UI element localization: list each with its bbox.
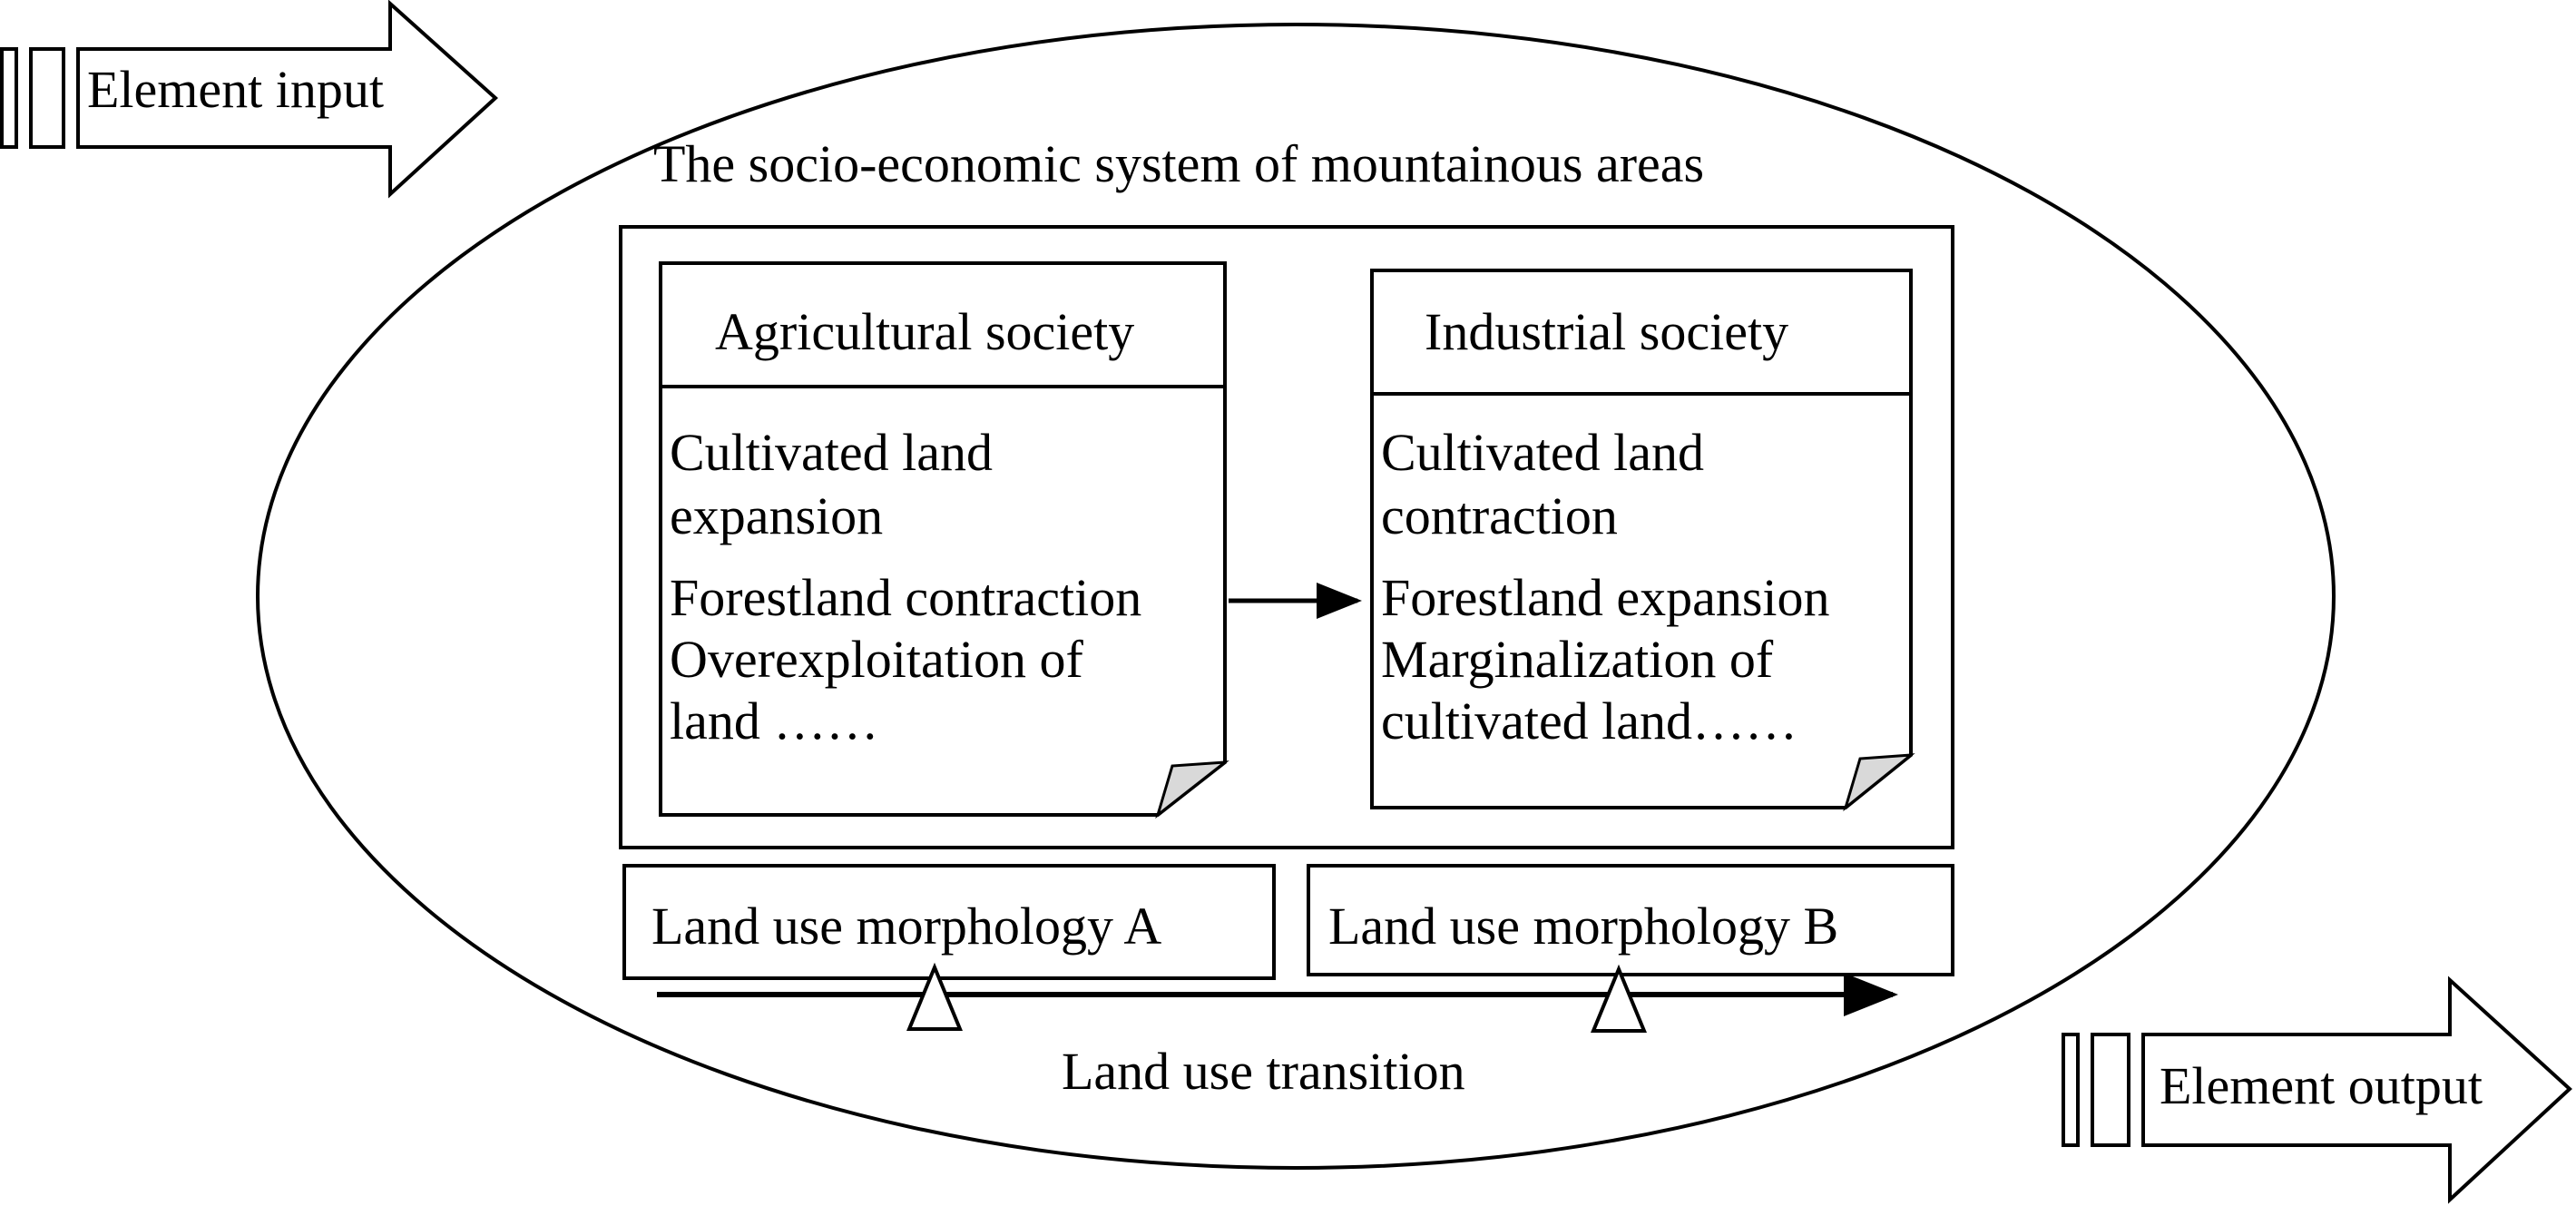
- system-title: The socio-economic system of mountainous…: [653, 134, 1704, 193]
- transition-marker-a: [906, 962, 963, 1031]
- input-arrow-shape: [76, 0, 498, 199]
- agricultural-card-fold: [1155, 760, 1229, 819]
- element-output-arrow: Element output: [2062, 976, 2572, 1204]
- agricultural-line-4: Overexploitation of: [670, 630, 1084, 689]
- output-bar-1: [2062, 1033, 2080, 1147]
- morphology-b-box: [1307, 864, 1954, 976]
- industrial-line-1: Cultivated land: [1381, 423, 1704, 482]
- agricultural-society-title: Agricultural society: [715, 302, 1134, 361]
- agricultural-line-1: Cultivated land: [670, 423, 993, 482]
- element-input-label: Element input: [87, 60, 384, 119]
- morphology-b-label: Land use morphology B: [1328, 897, 1838, 956]
- morphology-a-label: Land use morphology A: [651, 897, 1161, 956]
- transition-marker-b: [1591, 964, 1647, 1033]
- output-arrow-shape: [2141, 976, 2572, 1204]
- industrial-line-2: contraction: [1381, 486, 1618, 545]
- land-use-transition-label: Land use transition: [1062, 1042, 1465, 1101]
- agricultural-line-5: land ……: [670, 691, 878, 750]
- input-bar-1: [0, 47, 18, 149]
- industrial-line-3: Forestland expansion: [1381, 568, 1830, 627]
- industrial-society-card: Industrial society Cultivated land contr…: [1370, 269, 1915, 812]
- agricultural-line-2: expansion: [670, 486, 883, 545]
- industrial-society-title: Industrial society: [1425, 302, 1788, 361]
- agricultural-society-card: Agricultural society Cultivated land exp…: [659, 261, 1229, 819]
- output-bar-2: [2091, 1033, 2130, 1147]
- element-output-label: Element output: [2160, 1056, 2483, 1115]
- agricultural-line-3: Forestland contraction: [670, 568, 1141, 627]
- industrial-line-5: cultivated land……: [1381, 691, 1797, 750]
- element-input-arrow: Element input: [0, 0, 498, 199]
- input-bar-2: [29, 47, 65, 149]
- industrial-line-4: Marginalization of: [1381, 630, 1774, 689]
- industrial-card-fold: [1843, 753, 1915, 812]
- morphology-a-box: [622, 864, 1276, 980]
- socio-economic-system-ellipse: [256, 23, 2336, 1170]
